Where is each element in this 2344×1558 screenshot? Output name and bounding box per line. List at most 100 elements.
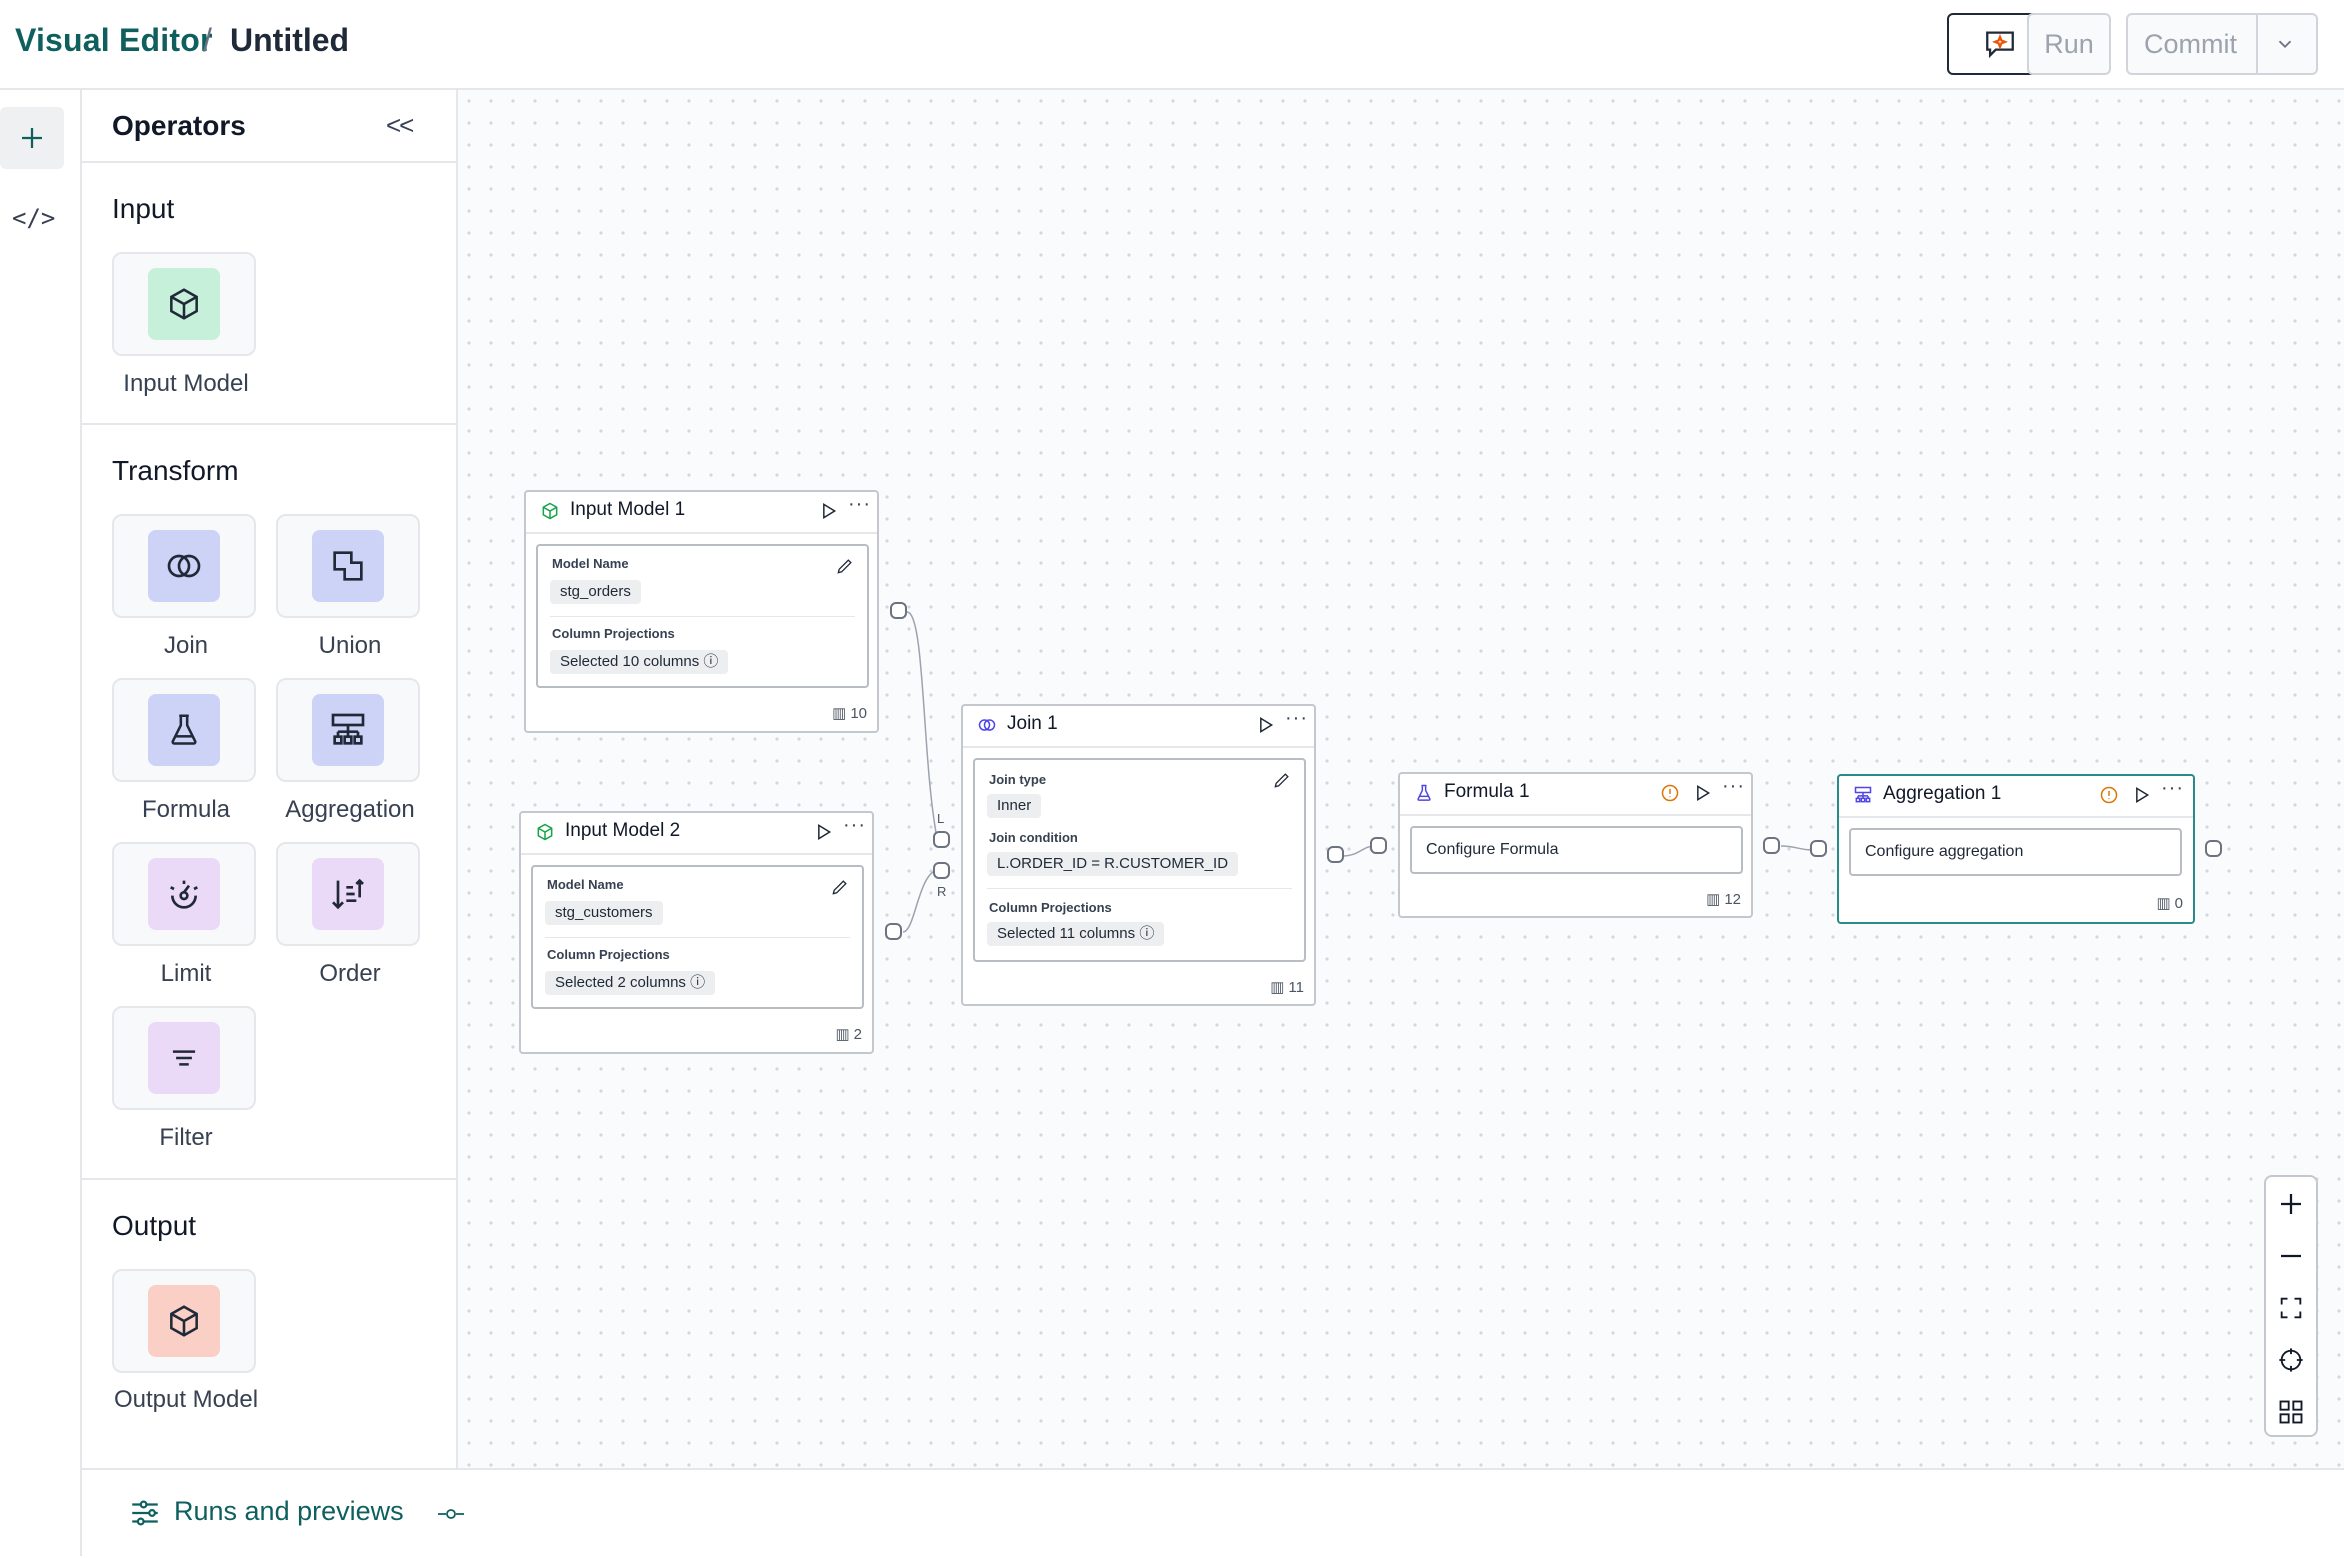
operator-filter[interactable] (112, 1006, 256, 1110)
node-input-model-1[interactable]: Input Model 1 ··· Model Name stg_orders … (524, 490, 879, 733)
runs-and-previews-tab[interactable]: Runs and previews (174, 1496, 404, 1526)
operator-output-model[interactable] (112, 1269, 256, 1373)
operator-input-model[interactable] (112, 252, 256, 356)
hierarchy-icon (1854, 786, 1872, 803)
pin-icon[interactable] (436, 1502, 466, 1526)
field-label: Column Projections (552, 626, 675, 641)
output-port[interactable] (885, 923, 902, 940)
run-button[interactable]: Run (2027, 13, 2111, 75)
sort-icon (312, 858, 384, 930)
more-icon[interactable]: ··· (1285, 707, 1308, 729)
operator-limit[interactable] (112, 842, 256, 946)
projections-chip: Selected 11 columns ⓘ (987, 922, 1165, 946)
collapse-panel-icon[interactable]: << (386, 110, 414, 140)
divider (545, 937, 850, 938)
node-config[interactable]: Join type Inner Join condition L.ORDER_I… (973, 758, 1306, 962)
operator-formula[interactable] (112, 678, 256, 782)
play-icon[interactable] (1692, 783, 1712, 803)
play-icon[interactable] (813, 822, 833, 842)
fit-view-icon[interactable] (2266, 1283, 2316, 1333)
cube-icon (148, 268, 220, 340)
more-icon[interactable]: ··· (848, 493, 871, 515)
filter-lines-icon (148, 1022, 220, 1094)
breadcrumb-app[interactable]: Visual Editor (15, 22, 213, 58)
node-title: Join 1 (1007, 713, 1058, 734)
commit-label: Commit (2144, 28, 2237, 59)
operator-order[interactable] (276, 842, 420, 946)
divider (82, 1178, 456, 1180)
columns-icon: ▥ (1706, 891, 1721, 908)
input-port-right[interactable] (933, 862, 950, 879)
add-button[interactable] (0, 107, 64, 169)
center-icon[interactable] (2266, 1335, 2316, 1385)
output-port[interactable] (1327, 846, 1344, 863)
sliders-icon (132, 1500, 158, 1526)
node-aggregation-1[interactable]: Aggregation 1 ··· Configure aggregation … (1837, 774, 2195, 924)
node-header: Join 1 ··· (963, 706, 1314, 748)
more-icon[interactable]: ··· (1722, 775, 1745, 797)
input-port[interactable] (1370, 837, 1387, 854)
operator-label: Limit (160, 960, 212, 987)
model-name-chip: stg_customers (545, 901, 663, 925)
configure-formula-button[interactable]: Configure Formula (1410, 826, 1743, 874)
play-icon[interactable] (1255, 715, 1275, 735)
node-config[interactable]: Model Name stg_orders Column Projections… (536, 544, 869, 688)
page-title[interactable]: Untitled (230, 22, 350, 58)
node-input-model-2[interactable]: Input Model 2 ··· Model Name stg_custome… (519, 811, 874, 1054)
more-icon[interactable]: ··· (2161, 777, 2184, 799)
join-circles-icon (148, 530, 220, 602)
info-icon[interactable]: ⓘ (1139, 925, 1155, 942)
node-title: Aggregation 1 (1883, 783, 2002, 804)
output-port[interactable] (1763, 837, 1780, 854)
cube-icon (542, 502, 558, 520)
configure-aggregation-button[interactable]: Configure aggregation (1849, 828, 2182, 876)
field-label: Join type (989, 772, 1047, 787)
divider (987, 888, 1292, 889)
input-port-left[interactable] (933, 831, 950, 848)
field-label: Column Projections (547, 947, 670, 962)
more-icon[interactable]: ··· (843, 814, 866, 836)
node-config[interactable]: Model Name stg_customers Column Projecti… (531, 865, 864, 1009)
divider (82, 423, 456, 425)
section-title-transform: Transform (112, 455, 239, 486)
plus-icon (22, 128, 42, 148)
code-view-icon[interactable]: </> (12, 204, 56, 232)
grid-icon[interactable] (2266, 1387, 2316, 1437)
port-label-right: R (937, 884, 947, 899)
output-port[interactable] (2205, 840, 2222, 857)
zoom-in-icon[interactable] (2266, 1179, 2316, 1229)
operator-label: Input Model (123, 370, 249, 397)
commit-button[interactable]: Commit (2126, 13, 2318, 75)
edit-icon[interactable] (830, 877, 850, 897)
node-formula-1[interactable]: Formula 1 ··· Configure Formula ▥12 (1398, 772, 1753, 918)
warning-icon[interactable] (2099, 785, 2119, 805)
node-header: Input Model 1 ··· (526, 492, 877, 534)
node-header: Formula 1 ··· (1400, 774, 1751, 816)
zoom-out-icon[interactable] (2266, 1231, 2316, 1281)
node-title: Input Model 2 (565, 820, 681, 841)
warning-icon[interactable] (1660, 783, 1680, 803)
columns-icon: ▥ (1270, 979, 1285, 996)
operator-aggregation[interactable] (276, 678, 420, 782)
info-icon[interactable]: ⓘ (703, 653, 719, 670)
play-icon[interactable] (818, 501, 838, 521)
info-icon[interactable]: ⓘ (690, 974, 706, 991)
output-port[interactable] (890, 602, 907, 619)
input-port[interactable] (1810, 840, 1827, 857)
edit-icon[interactable] (1272, 770, 1292, 790)
left-rail (0, 90, 82, 1556)
edit-icon[interactable] (835, 556, 855, 576)
flask-icon (1417, 784, 1431, 801)
operator-union[interactable] (276, 514, 420, 618)
cube-icon (537, 823, 553, 841)
play-icon[interactable] (2131, 785, 2151, 805)
hierarchy-icon (312, 694, 384, 766)
edge-formula-aggregation (1780, 845, 1814, 851)
chevron-down-icon[interactable] (2274, 33, 2296, 55)
operator-join[interactable] (112, 514, 256, 618)
node-join-1[interactable]: Join 1 ··· Join type Inner Join conditio… (961, 704, 1316, 1006)
operator-label: Output Model (113, 1386, 259, 1413)
operator-label: Join (163, 632, 209, 659)
columns-icon: ▥ (835, 1026, 850, 1043)
